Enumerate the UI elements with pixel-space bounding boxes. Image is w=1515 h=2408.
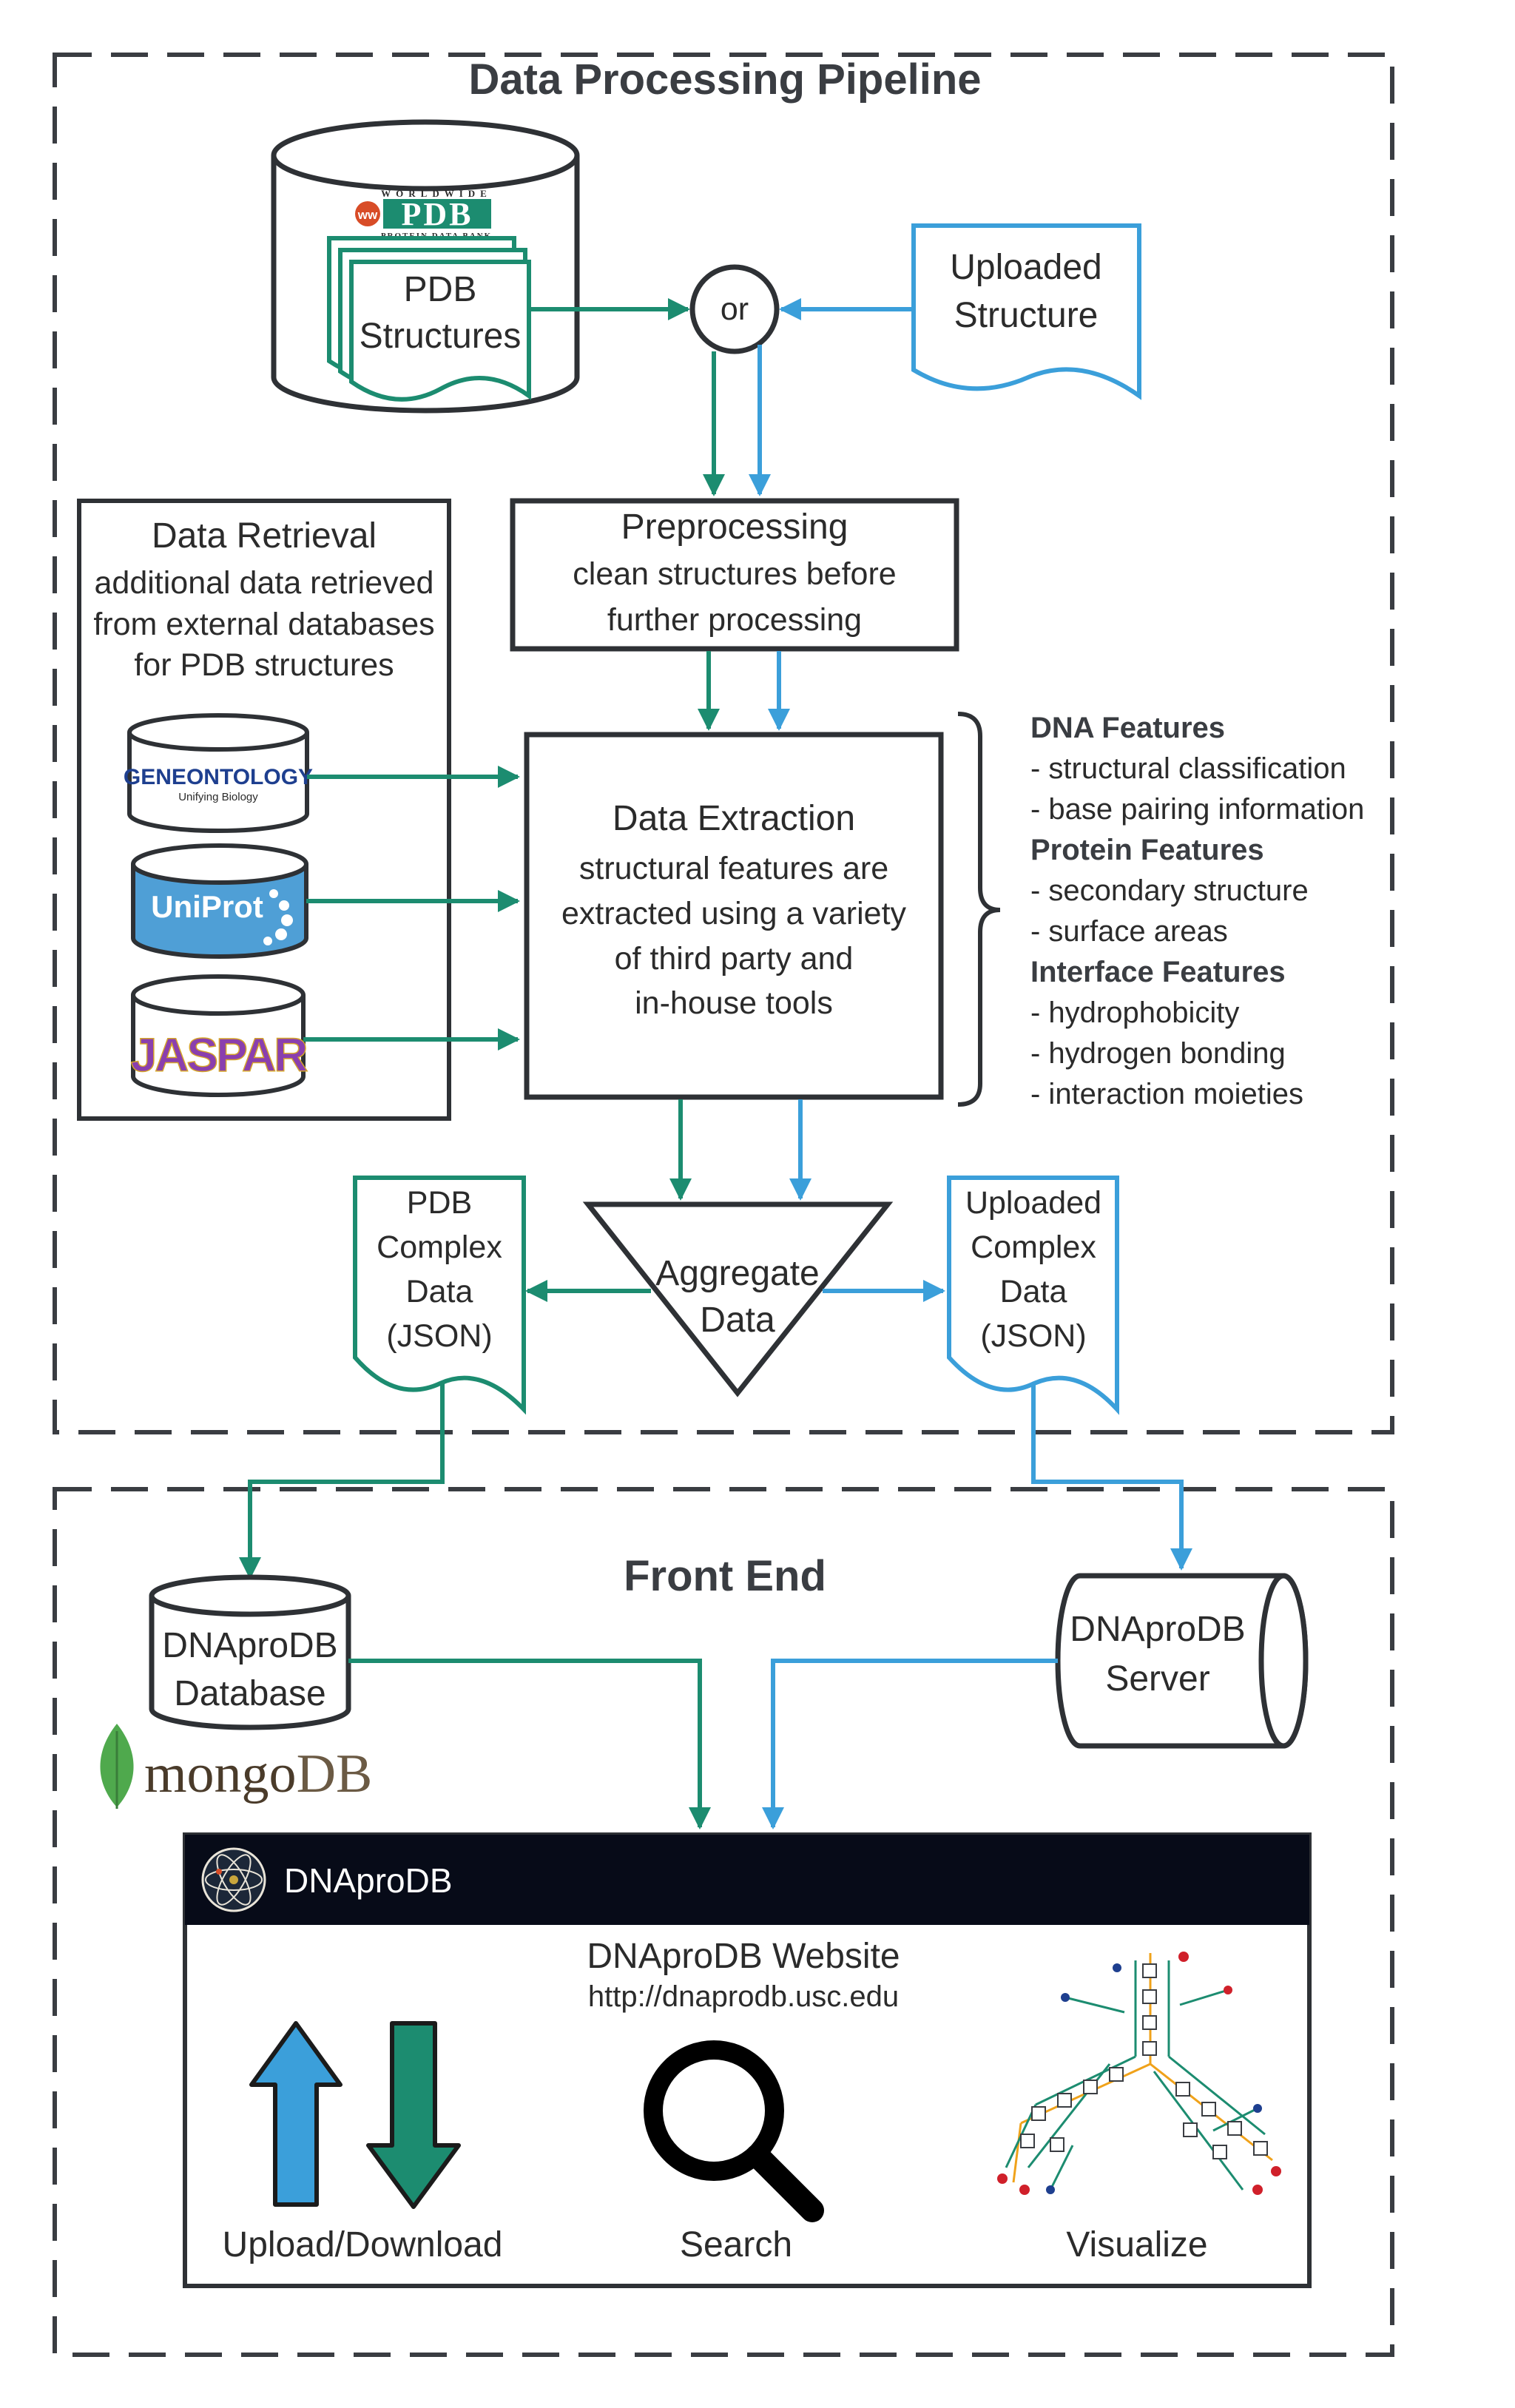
pipeline-frame: [53, 53, 1394, 1434]
svg-text:from external databases: from external databases: [93, 607, 434, 642]
uploaded-complex-data-document: Uploaded Complex Data (JSON): [947, 1176, 1119, 1415]
svg-text:PDB: PDB: [407, 1185, 472, 1221]
upload-download-label: Upload/Download: [223, 2225, 503, 2264]
features-list: DNA Features - structural classification…: [1030, 712, 1364, 1110]
aggregate-data-triangle: Aggregate Data: [582, 1201, 894, 1397]
frontend-title: Front End: [624, 1552, 826, 1600]
pdb-complex-data-document: PDB Complex Data (JSON): [353, 1176, 526, 1415]
svg-text:DNA Features: DNA Features: [1030, 712, 1225, 744]
svg-text:Aggregate: Aggregate: [655, 1254, 820, 1293]
svg-text:or: or: [721, 291, 749, 327]
jaspar-database: JASPAR: [130, 974, 310, 1097]
pipeline-title: Data Processing Pipeline: [468, 55, 981, 104]
svg-text:Complex: Complex: [377, 1230, 502, 1265]
preprocessing-title: Preprocessing: [621, 507, 848, 547]
svg-text:Uploaded: Uploaded: [965, 1185, 1101, 1221]
svg-text:structural features are: structural features are: [579, 851, 888, 886]
svg-text:Protein Features: Protein Features: [1030, 834, 1264, 866]
svg-text:DNAproDB: DNAproDB: [1070, 1610, 1245, 1649]
dnaprodb-server-cylinder: DNAproDB Server: [1055, 1573, 1309, 1749]
svg-text:further processing: further processing: [607, 602, 862, 638]
visualize-network-icon: [997, 1952, 1281, 2195]
svg-text:(JSON): (JSON): [980, 1318, 1086, 1354]
svg-text:- secondary structure: - secondary structure: [1030, 874, 1309, 907]
svg-text:(JSON): (JSON): [386, 1318, 492, 1354]
svg-text:- hydrophobicity: - hydrophobicity: [1030, 996, 1239, 1029]
svg-text:- base pairing information: - base pairing information: [1030, 793, 1364, 826]
website-header-bar: [185, 1835, 1309, 1925]
data-extraction-title: Data Extraction: [613, 799, 855, 838]
website-title: DNAproDB Website: [587, 1937, 900, 1976]
website-panel: DNAproDB DNAproDB Website http://dnaprod…: [183, 1832, 1312, 2288]
uniprot-database: UniProt: [131, 843, 308, 959]
arrow-uploaded-json-to-server: [1031, 1383, 1192, 1571]
svg-text:Unifying Biology: Unifying Biology: [178, 791, 258, 803]
svg-text:Data: Data: [406, 1274, 473, 1309]
svg-text:extracted using a variety: extracted using a variety: [561, 896, 907, 931]
arrow-server-to-website: [762, 1659, 1058, 1829]
frontend-frame: [53, 1487, 1394, 2357]
svg-text:Uploaded: Uploaded: [950, 248, 1102, 287]
svg-text:DNAproDB: DNAproDB: [162, 1626, 337, 1665]
dnaprodb-logo-icon: [201, 1847, 266, 1912]
pdb-logo: WORLDWIDE ww PDB PROTEIN DATA BANK: [355, 188, 492, 240]
svg-text:additional data retrieved: additional data retrieved: [95, 565, 434, 601]
svg-text:Data: Data: [700, 1301, 775, 1340]
data-extraction-box: Data Extraction structural features are …: [524, 732, 944, 1100]
svg-text:Interface Features: Interface Features: [1030, 956, 1286, 988]
svg-text:UniProt: UniProt: [151, 889, 263, 924]
svg-text:WORLDWIDE: WORLDWIDE: [381, 188, 492, 199]
svg-text:Structure: Structure: [954, 296, 1099, 335]
pdb-structures-documents: PDB Structures: [327, 236, 531, 402]
arrow-database-to-website: [348, 1659, 711, 1829]
geneontology-database: GENEONTOLOGY Unifying Biology: [124, 713, 313, 833]
data-retrieval-title: Data Retrieval: [152, 516, 377, 556]
svg-text:Database: Database: [174, 1674, 325, 1713]
features-brace: [957, 712, 1001, 1107]
upload-arrow-icon: [249, 2021, 343, 2207]
dnaprodb-database-cylinder: DNAproDB Database: [149, 1574, 351, 1730]
arrow-pdb-json-to-database: [239, 1383, 445, 1579]
svg-text:mongoDB: mongoDB: [144, 1744, 372, 1804]
pdb-structures-label-1: PDB: [404, 270, 477, 309]
svg-text:of third party and: of third party and: [615, 941, 854, 977]
svg-text:Server: Server: [1105, 1659, 1209, 1699]
svg-text:- surface areas: - surface areas: [1030, 915, 1228, 948]
svg-text:- hydrogen bonding: - hydrogen bonding: [1030, 1037, 1286, 1070]
uploaded-structure-document: Uploaded Structure: [911, 223, 1141, 400]
search-label: Search: [680, 2225, 792, 2264]
svg-text:GENEONTOLOGY: GENEONTOLOGY: [124, 765, 313, 789]
visualize-label: Visualize: [1066, 2225, 1207, 2264]
preprocessing-box: Preprocessing clean structures before fu…: [510, 498, 959, 652]
svg-text:ww: ww: [357, 208, 378, 222]
download-arrow-icon: [366, 2021, 461, 2209]
website-header-title: DNAproDB: [284, 1861, 453, 1900]
svg-text:Complex: Complex: [971, 1230, 1096, 1265]
mongodb-logo: mongoDB: [100, 1724, 372, 1809]
svg-text:for PDB structures: for PDB structures: [134, 647, 394, 683]
website-url: http://dnaprodb.usc.edu: [588, 1980, 899, 2013]
svg-text:- structural classification: - structural classification: [1030, 752, 1346, 785]
pdb-structures-label-2: Structures: [360, 317, 522, 356]
svg-text:- interaction moieties: - interaction moieties: [1030, 1078, 1303, 1110]
search-icon: [644, 2040, 824, 2222]
svg-text:JASPAR: JASPAR: [131, 1028, 308, 1082]
svg-text:Data: Data: [1000, 1274, 1067, 1309]
svg-text:in-house tools: in-house tools: [635, 985, 833, 1021]
or-junction: or: [689, 264, 780, 354]
svg-text:clean structures before: clean structures before: [573, 556, 896, 592]
svg-text:PDB: PDB: [402, 196, 473, 232]
